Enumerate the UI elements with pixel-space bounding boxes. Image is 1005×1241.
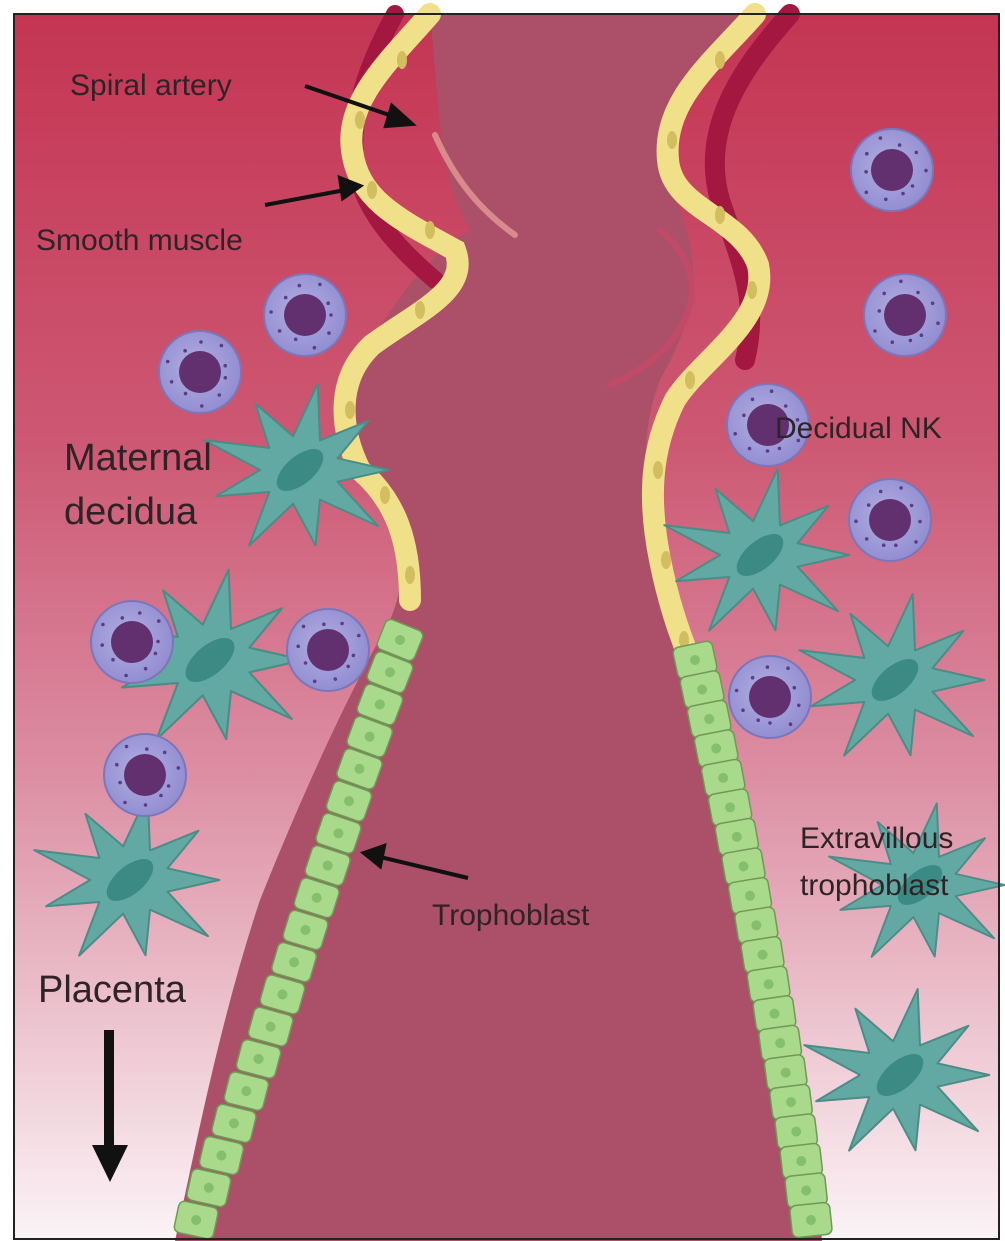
label-decidua: decidua (64, 491, 198, 533)
decidual-nk-cell (287, 609, 369, 691)
decidual-nk-cell (91, 601, 173, 683)
decidual-nk-cell (729, 656, 811, 738)
decidual-nk-cell (864, 274, 946, 356)
label-maternal: Maternal (64, 437, 212, 479)
label-smooth-muscle: Smooth muscle (36, 224, 243, 257)
trophoblast-right-cell (789, 1202, 832, 1238)
decidual-nk-cell (159, 331, 241, 413)
label-trophoblast: Trophoblast (432, 899, 590, 932)
decidual-nk-cell (851, 129, 933, 211)
decidual-nk-cell (849, 479, 931, 561)
label-placenta: Placenta (38, 969, 187, 1011)
label-trophoblast-ev: trophoblast (800, 869, 949, 902)
decidual-nk-cell (104, 734, 186, 816)
label-spiral-artery: Spiral artery (70, 69, 232, 102)
decidual-nk-cell (264, 274, 346, 356)
label-extravillous: Extravillous (800, 822, 953, 855)
label-decidual-nk: Decidual NK (775, 412, 942, 445)
